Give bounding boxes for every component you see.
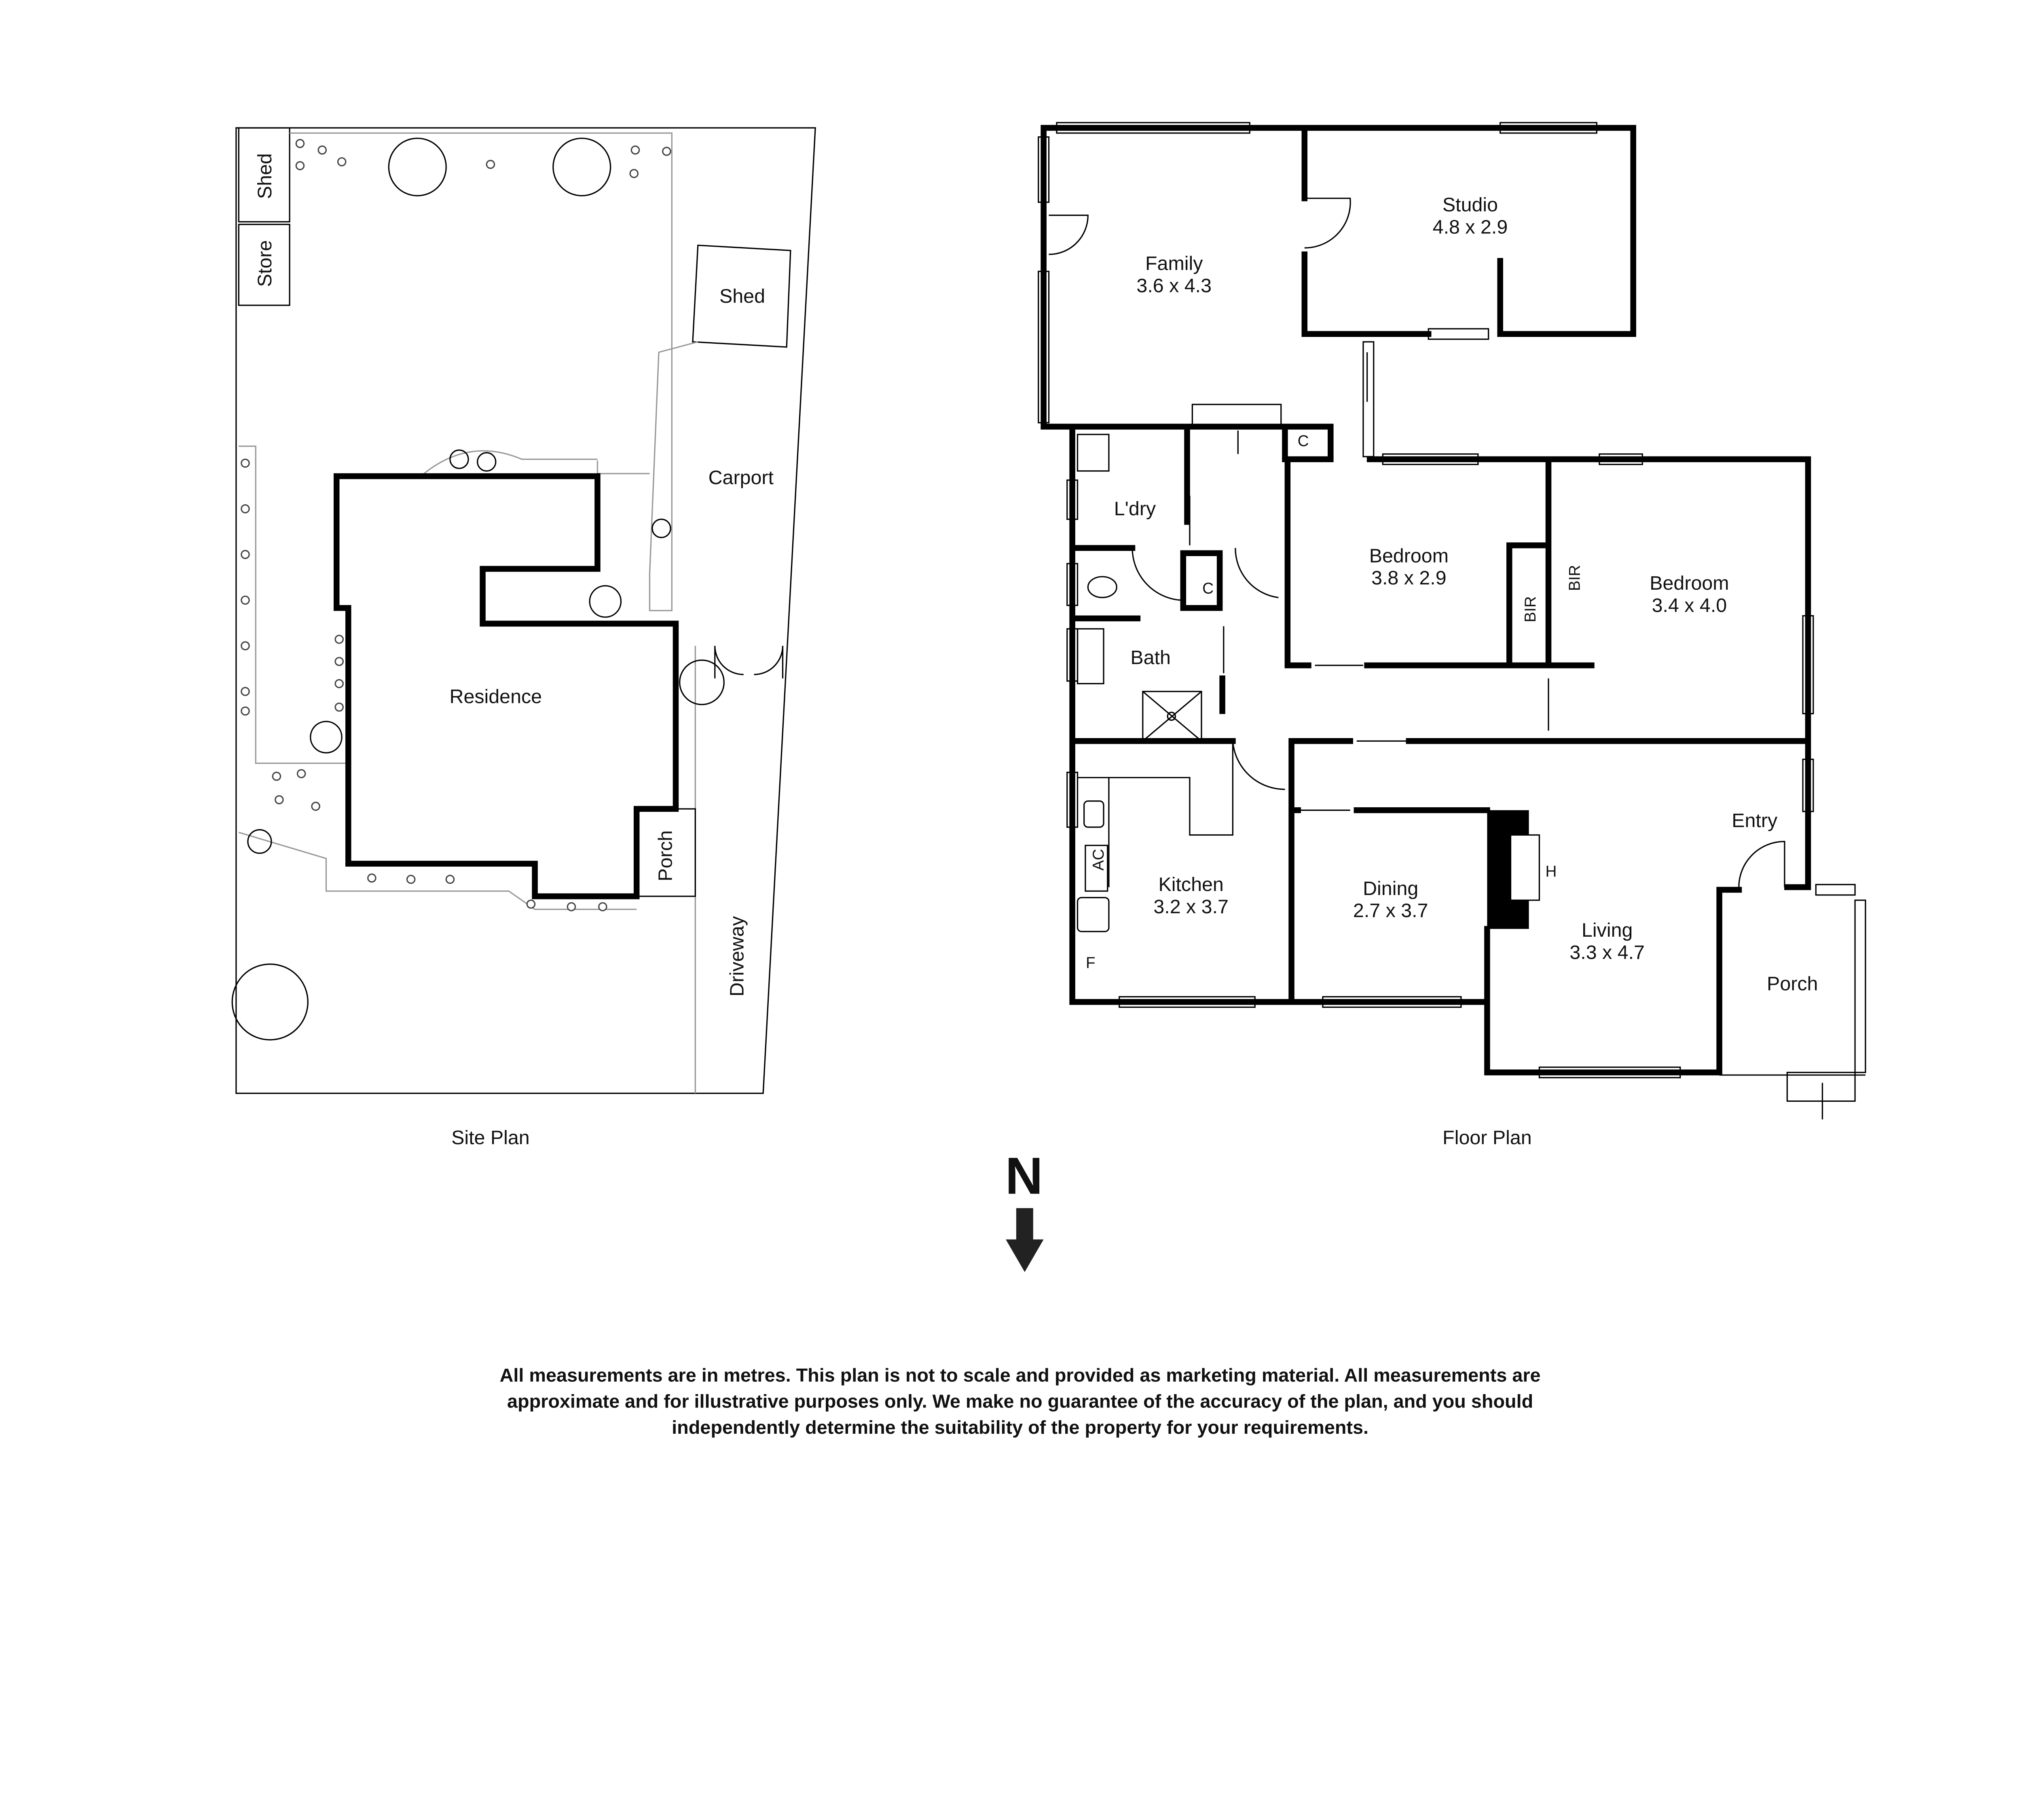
tree-icon (231, 963, 309, 1041)
kitchen-dims: 3.2 x 3.7 (1153, 896, 1229, 918)
shrub-dots (241, 139, 671, 912)
heater-label: H (1546, 863, 1557, 880)
disclaimer: All measurements are in metres. This pla… (500, 1365, 1541, 1438)
sink-icon (1083, 800, 1104, 828)
family-dims: 3.6 x 4.3 (1136, 275, 1212, 297)
tree-icon (589, 585, 622, 618)
studio-name: Studio (1442, 194, 1498, 216)
tree-icon (449, 449, 469, 469)
dining-name: Dining (1363, 878, 1418, 899)
dining-dims: 2.7 x 3.7 (1353, 900, 1428, 922)
window (1815, 884, 1856, 896)
living-name: Living (1582, 919, 1633, 941)
garden-bed-arc (423, 450, 598, 474)
kitchen-name: Kitchen (1158, 874, 1223, 895)
living-dims: 3.3 x 4.7 (1569, 942, 1645, 963)
door-swings (1049, 197, 1785, 890)
floor-plan: Family 3.6 x 4.3 Studio 4.8 x 2.9 L'dry … (1038, 122, 1866, 1149)
studio-dims: 4.8 x 2.9 (1433, 216, 1508, 238)
bir-label: BIR (1566, 565, 1583, 591)
driveway-label: Driveway (726, 916, 748, 997)
porch-name: Porch (1767, 973, 1818, 995)
toilet-icon (1087, 576, 1117, 599)
shed-right-label: Shed (719, 285, 765, 307)
garden-bed-bottom (238, 832, 637, 910)
kitchen-bench (1077, 743, 1233, 887)
tree-icon (310, 721, 343, 753)
bedroom2-name: Bedroom (1650, 572, 1729, 594)
disclaimer-line: independently determine the suitability … (672, 1417, 1368, 1438)
window (1362, 341, 1375, 457)
floor-plan-sheet: Shed Store Shed Carport Residence Porch … (231, 122, 1866, 1438)
site-plan-caption: Site Plan (451, 1127, 530, 1149)
garden-bed-left (239, 445, 346, 764)
disclaimer-line: All measurements are in metres. This pla… (500, 1365, 1541, 1386)
cupboard-label: C (1202, 580, 1214, 597)
bedroom1-name: Bedroom (1369, 545, 1449, 567)
site-plan: Shed Store Shed Carport Residence Porch … (231, 127, 816, 1149)
laundry-name: L'dry (1114, 498, 1156, 520)
bathtub-icon (1077, 628, 1104, 684)
carport-label: Carport (709, 467, 774, 489)
laundry-tub-icon (1077, 434, 1110, 472)
window (1428, 328, 1489, 340)
sliding-door-frame (1191, 404, 1282, 426)
window (1854, 899, 1866, 1073)
family-name: Family (1145, 253, 1203, 275)
north-arrow-icon (1006, 1208, 1044, 1272)
carport-edge (596, 460, 650, 474)
walls (1041, 125, 1811, 1075)
tree-icon (679, 659, 725, 705)
tree-icon (247, 829, 272, 854)
sliding-door-arrows (1189, 352, 1823, 1120)
aircon-unit (1085, 844, 1108, 892)
compass-label: N (1005, 1147, 1043, 1205)
cooktop-icon (1077, 897, 1110, 932)
floor-plan-caption: Floor Plan (1442, 1127, 1531, 1149)
bedroom1-dims: 3.8 x 2.9 (1371, 567, 1447, 589)
gate-icon (714, 645, 784, 679)
compass: N (1005, 1147, 1044, 1272)
porch-outline (636, 808, 696, 897)
disclaimer-line: approximate and for illustrative purpose… (507, 1391, 1533, 1412)
hearth (1510, 834, 1540, 901)
shed-right-outline (692, 244, 791, 348)
bir-label: BIR (1522, 596, 1539, 622)
fridge-label: F (1086, 954, 1096, 972)
porch-label: Porch (654, 830, 676, 881)
shower-icon (1142, 691, 1202, 742)
tree-icon (552, 138, 611, 197)
store-label: Store (254, 240, 276, 287)
bedroom2-dims: 3.4 x 4.0 (1652, 595, 1727, 616)
tree-icon (651, 518, 671, 538)
shed-left-outline (238, 127, 290, 222)
tree-icons (231, 138, 725, 1041)
porch-step (1786, 1071, 1856, 1102)
residence-label: Residence (450, 686, 542, 708)
lot-boundary (235, 127, 816, 1094)
bath-name: Bath (1130, 647, 1171, 669)
aircon-label: AC (1090, 849, 1107, 871)
garden-bed-top (290, 132, 698, 612)
shed-left-label: Shed (254, 153, 276, 199)
tree-icon (477, 452, 497, 472)
cupboard-label: C (1298, 432, 1309, 450)
entry-name: Entry (1732, 810, 1778, 832)
tree-icon (388, 138, 447, 197)
store-outline (238, 224, 290, 306)
